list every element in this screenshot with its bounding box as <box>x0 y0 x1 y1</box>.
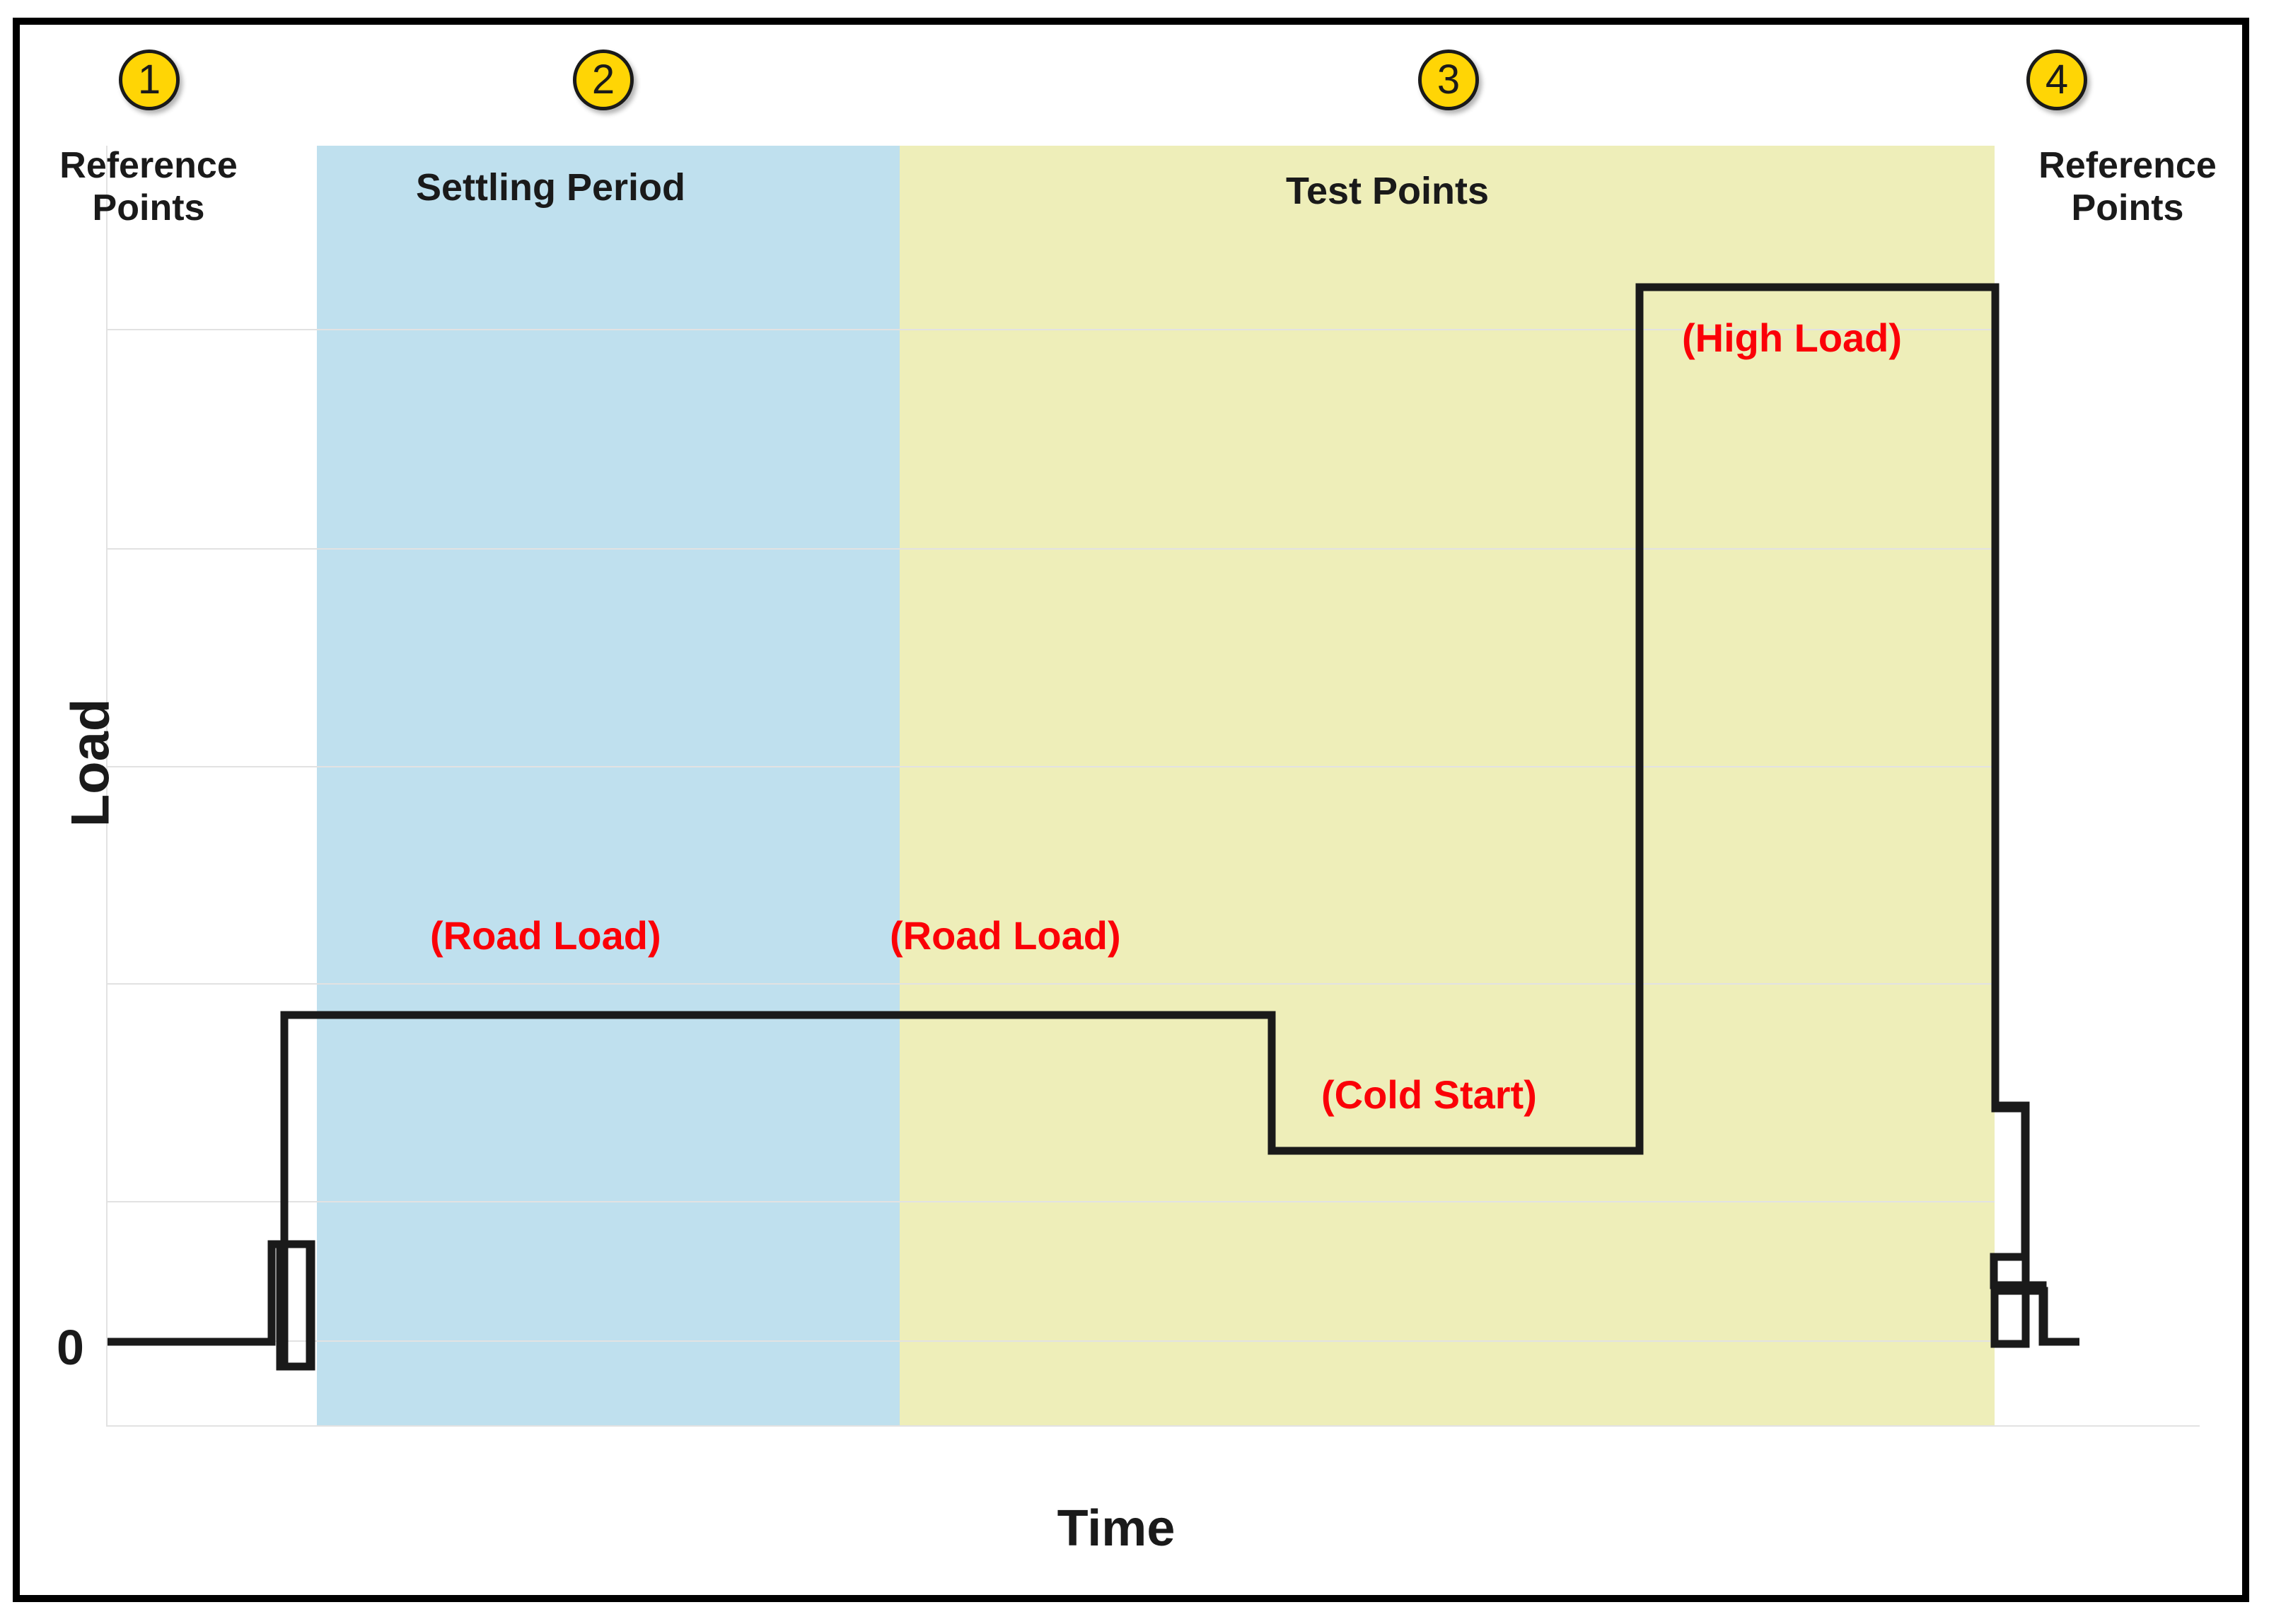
figure-frame: 1 2 3 4 Reference Points Settling Period… <box>13 18 2249 1602</box>
gridline-5 <box>106 1201 1995 1202</box>
chart-canvas: 1 2 3 4 Reference Points Settling Period… <box>20 25 2256 1609</box>
gridline-3 <box>106 766 1995 767</box>
x-axis-line <box>106 1425 2200 1427</box>
y-axis-line <box>106 146 108 1427</box>
gridline-2 <box>106 548 1995 550</box>
marker-3[interactable]: 3 <box>1418 50 1479 110</box>
marker-2[interactable]: 2 <box>573 50 634 110</box>
annotation-road-load-settling: (Road Load) <box>430 913 661 958</box>
gridline-4 <box>106 983 1995 985</box>
reference-points-left-line2: Points <box>92 187 205 228</box>
marker-1[interactable]: 1 <box>119 50 180 110</box>
settling-period-band <box>317 146 900 1425</box>
annotation-cold-start: (Cold Start) <box>1321 1072 1537 1117</box>
settling-period-label: Settling Period <box>416 166 686 209</box>
gridline-zero <box>106 1340 1995 1342</box>
annotation-road-load-test: (Road Load) <box>890 913 1121 958</box>
reference-points-left-label: Reference Points <box>42 145 255 230</box>
annotation-high-load: (High Load) <box>1682 315 1903 360</box>
y-axis-zero-tick: 0 <box>57 1320 84 1375</box>
reference-points-right-line2: Points <box>2071 187 2184 228</box>
reference-points-right-line1: Reference <box>2038 145 2217 186</box>
reference-points-left-line1: Reference <box>59 145 238 186</box>
x-axis-title: Time <box>1057 1500 1176 1557</box>
reference-points-right-label: Reference Points <box>2021 145 2234 230</box>
y-axis-title: Load <box>60 698 121 828</box>
test-points-label: Test Points <box>1286 170 1490 212</box>
marker-4[interactable]: 4 <box>2026 50 2087 110</box>
